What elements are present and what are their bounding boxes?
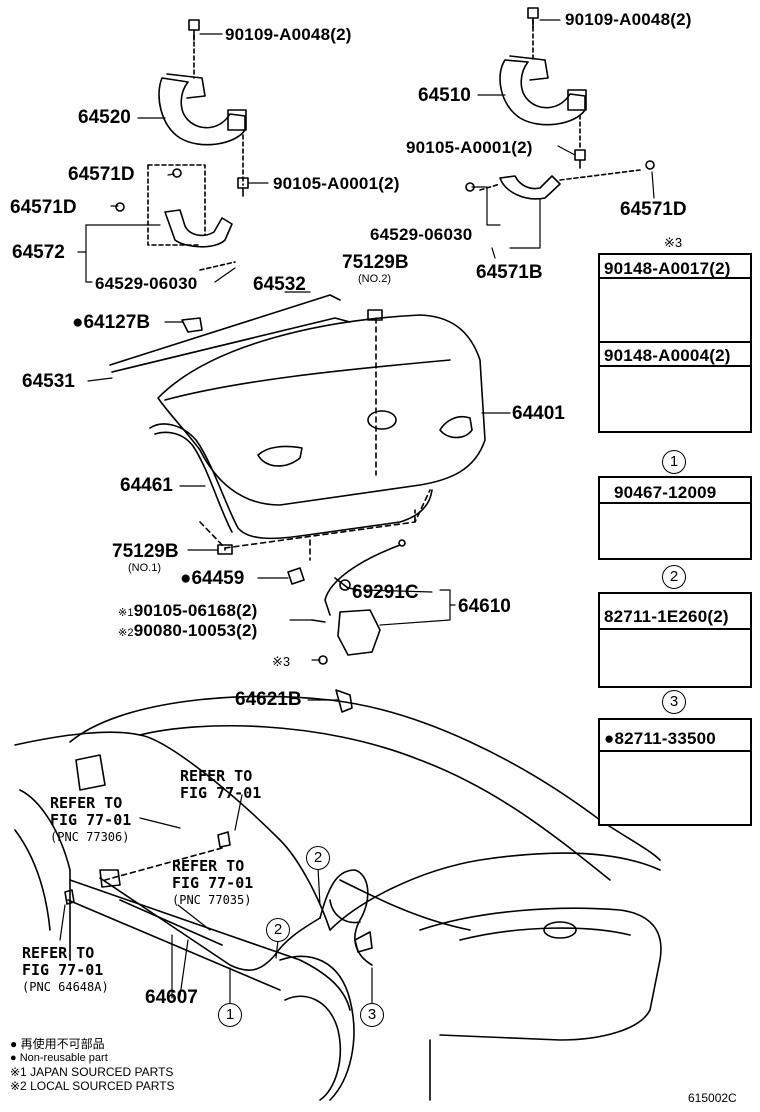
label-90109-a0048-right: 90109-A0048(2) [565,10,692,29]
label-64621b: 64621B [235,689,302,710]
label-64571d-right: 64571D [620,199,687,220]
side-box-2: 82711-1E260(2) [598,592,752,688]
opener-cable-drawing [64,831,471,971]
side-box-1: 90467-12009 [598,476,752,560]
label-64610: 64610 [458,596,511,617]
legend-line-local-sourced: ※2 LOCAL SOURCED PARTS [10,1079,175,1093]
legend-line-jp-nonreusable: ● 再使用不可部品 [10,1037,105,1051]
side-box-part-82711-1e260: 82711-1E260(2) [604,607,729,626]
side-box-part-90467-12009: 90467-12009 [614,483,717,502]
label-64529-06030-left: 64529-06030 [95,274,198,293]
label-64520: 64520 [78,107,131,128]
cables-drawing [109,294,351,373]
label-64529-06030-right: 64529-06030 [370,225,473,244]
label-64571b: 64571B [476,262,543,283]
side-box-x3: 90148-A0017(2) 90148-A0004(2) [598,253,752,433]
callout-circle-1: 1 [218,1003,242,1027]
label-90105-a0001-left: 90105-A0001(2) [273,174,400,193]
legend-line-japan-sourced: ※1 JAPAN SOURCED PARTS [10,1065,174,1079]
figure-code: 615002C [688,1091,737,1105]
lock-assembly-drawing [311,539,406,713]
trunk-lid-drawing [157,314,486,506]
side-circle-2: 2 [662,565,686,589]
car-body-drawing [14,695,662,1101]
callout-circle-3: 3 [360,1003,384,1027]
label-64531: 64531 [22,371,75,392]
weatherstrip-drawing [149,423,433,540]
label-75129b-no1: 75129B [112,541,179,562]
side-box-part-90148-a0004: 90148-A0004(2) [604,346,731,365]
side-circle-3: 3 [662,690,686,714]
label-64571d-left: 64571D [10,197,77,218]
label-no2: (NO.2) [358,273,391,285]
legend: ● 再使用不可部品 ● Non-reusable part ※1 JAPAN S… [10,1037,175,1093]
label-64571d-top: 64571D [68,164,135,185]
side-circle-1: 1 [662,450,686,474]
callout-circle-2b: 2 [306,846,330,870]
label-64127b: ●64127B [72,312,151,333]
callout-circle-2a: 2 [266,918,290,942]
leader-lines [59,19,655,1005]
label-64401: 64401 [512,403,565,424]
label-90105-a0001-right: 90105-A0001(2) [406,138,533,157]
label-75129b-no2: 75129B [342,252,409,273]
projection-lines [199,317,431,561]
label-64572: 64572 [12,242,65,263]
label-no1: (NO.1) [128,562,161,574]
label-x3-marker: ※3 [272,654,291,669]
label-90109-a0048-left: 90109-A0048(2) [225,25,352,44]
label-90080-10053: ※290080-10053(2) [118,621,258,640]
side-x3-header: ※3 [664,235,683,250]
label-64510: 64510 [418,85,471,106]
hinge-64510-drawing [499,19,587,151]
stopper-drawing [147,164,641,271]
hinge-64520-drawing [158,34,247,186]
bolts-drawing [115,7,655,212]
legend-line-nonreusable: ● Non-reusable part [10,1052,108,1064]
label-64532: 64532 [253,274,306,295]
side-box-part-90148-a0017: 90148-A0017(2) [604,259,731,278]
label-64461: 64461 [120,475,173,496]
label-64459: ●64459 [180,568,245,589]
side-box-part-82711-33500: ●82711-33500 [604,729,716,748]
label-64607: 64607 [145,987,198,1008]
side-box-3: ●82711-33500 [598,718,752,826]
label-69291c: 69291C [352,582,419,603]
label-90105-06168: ※190105-06168(2) [118,601,258,620]
